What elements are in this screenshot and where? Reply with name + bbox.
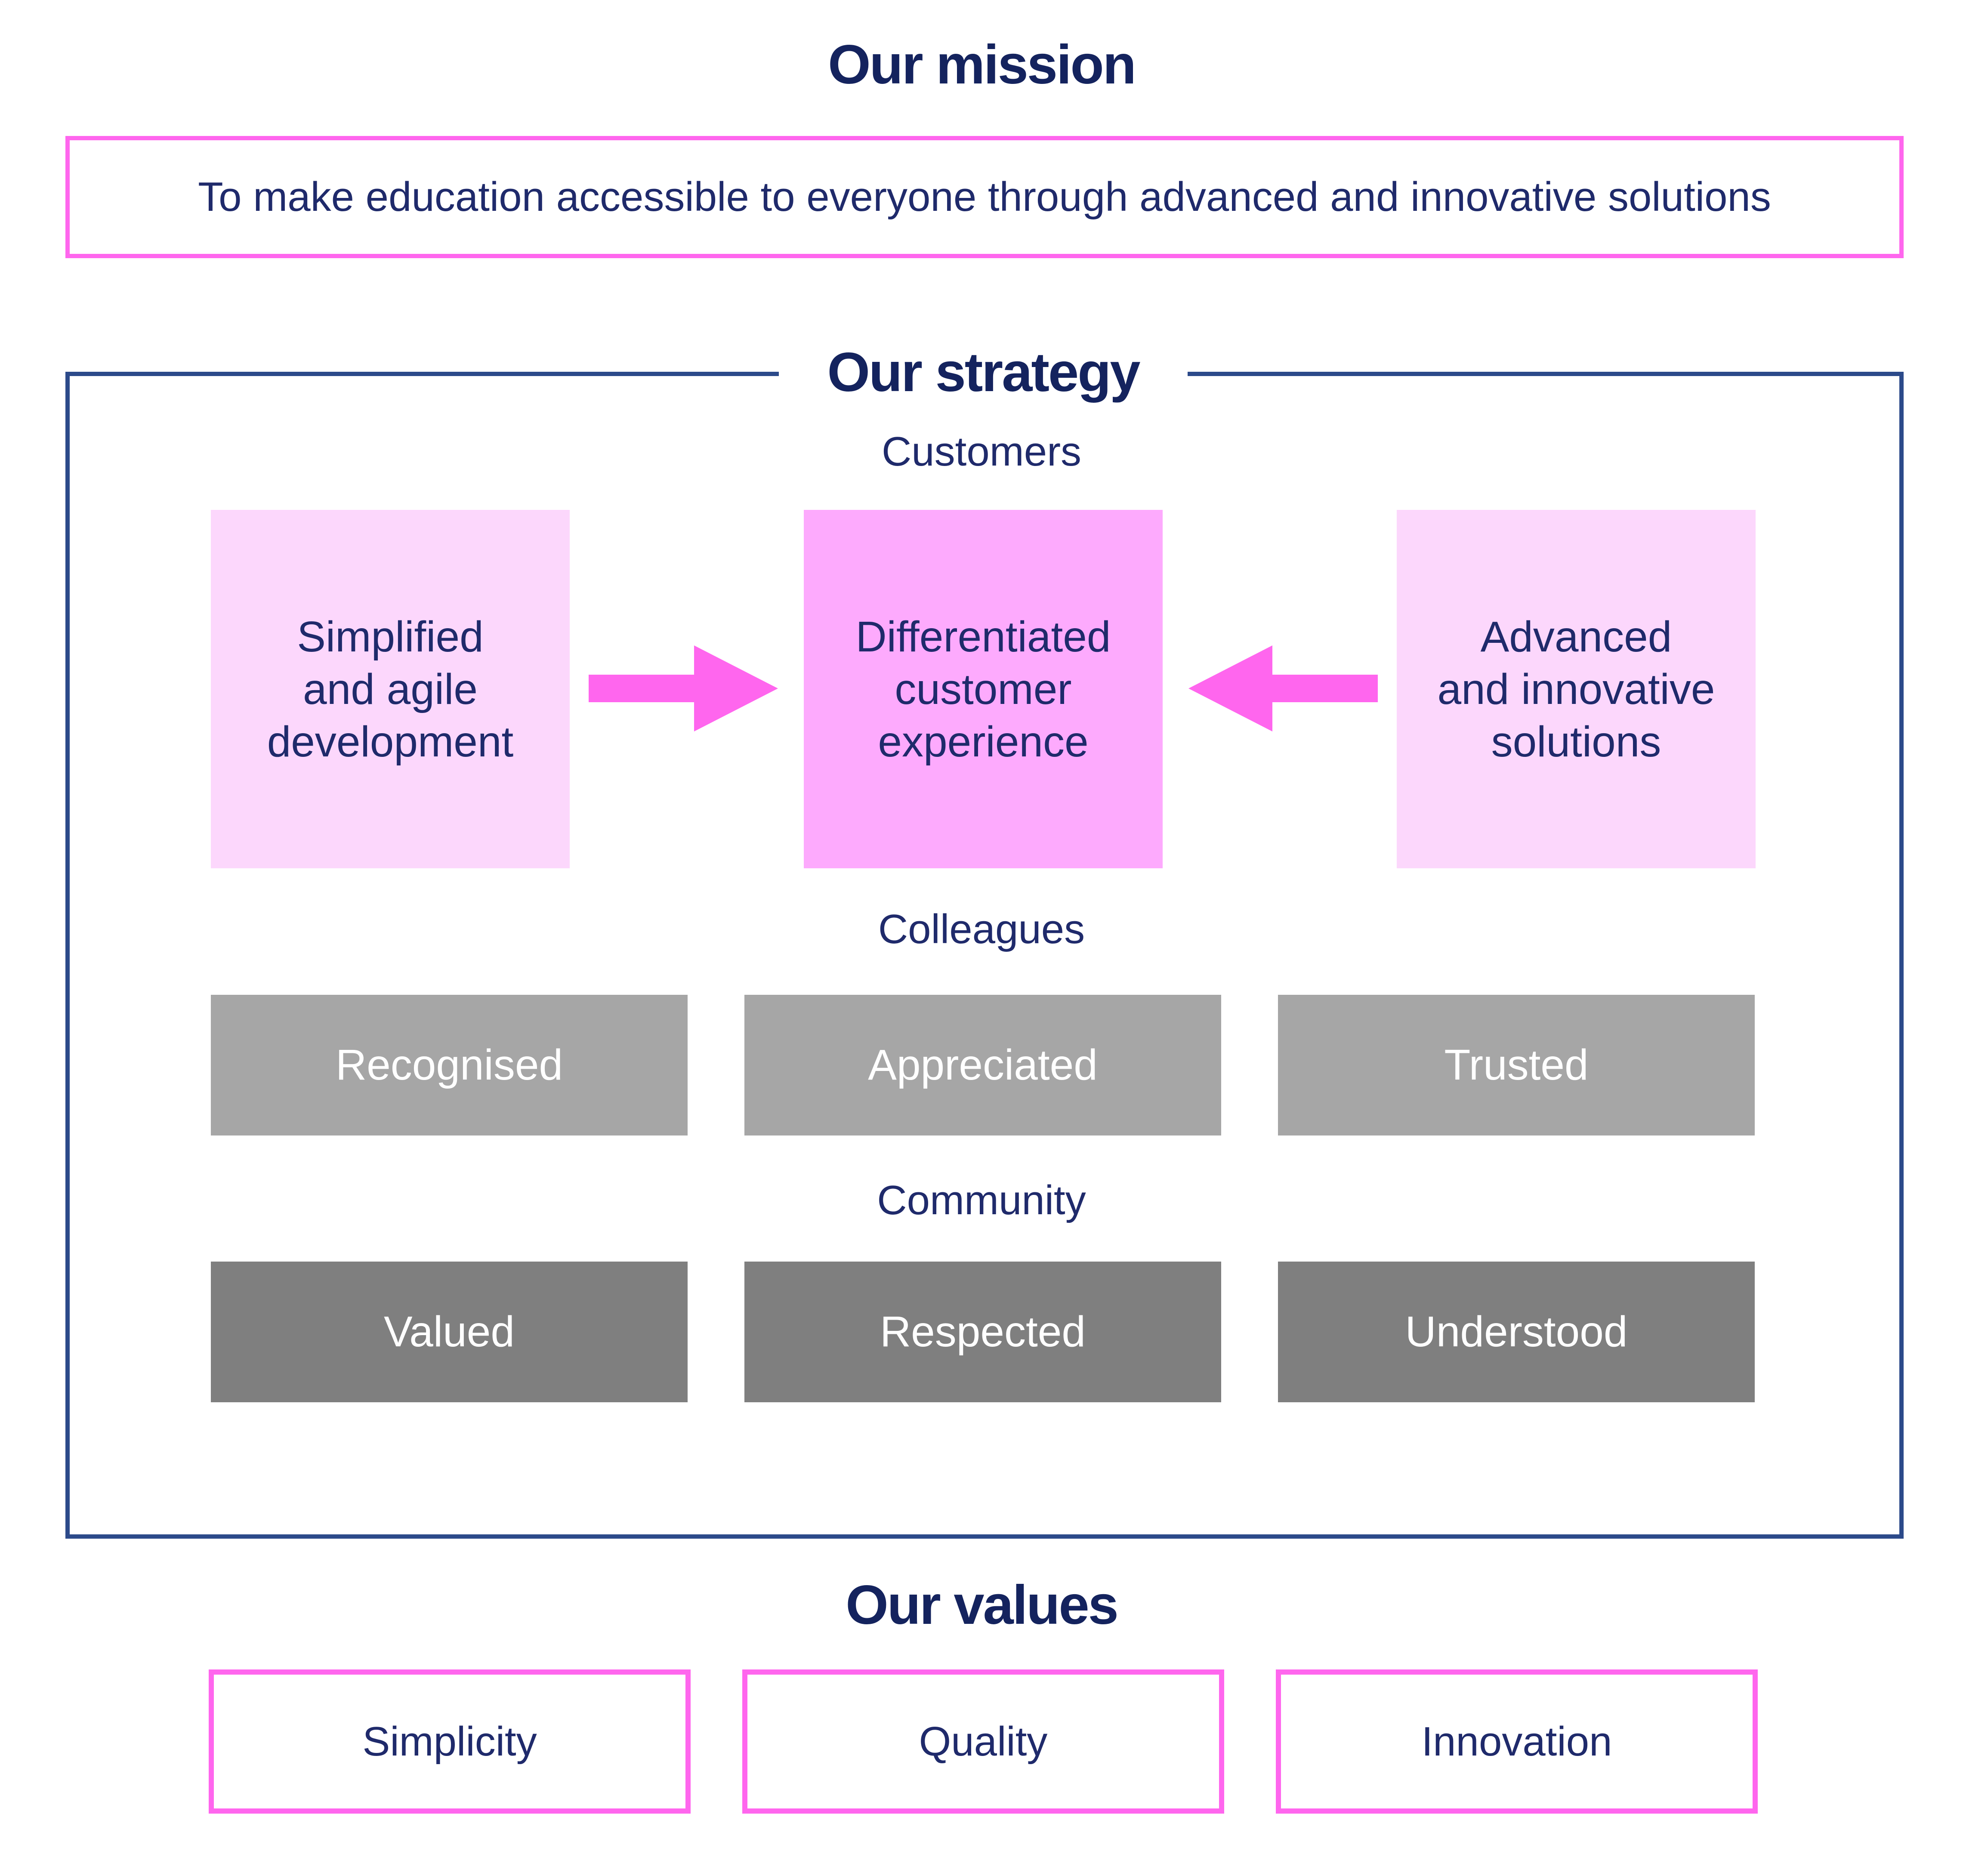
customer-pillar-simplified: Simplified and agile development (211, 510, 570, 868)
community-value-label: Respected (880, 1308, 1086, 1356)
pillar-right-line-3: solutions (1491, 717, 1661, 766)
community-box-respected: Respected (744, 1262, 1221, 1402)
mission-statement-box: To make education accessible to everyone… (65, 136, 1904, 258)
colleagues-label: Colleagues (878, 906, 1085, 952)
community-box-understood: Understood (1278, 1262, 1755, 1402)
community-value-label: Valued (384, 1308, 515, 1356)
pillar-left-line-1: Simplified (297, 612, 484, 661)
value-box-simplicity: Simplicity (209, 1669, 691, 1814)
pillar-right-line-2: and innovative (1437, 665, 1715, 713)
customers-label: Customers (881, 429, 1082, 475)
colleague-label: Appreciated (868, 1041, 1098, 1089)
values-title: Our values (846, 1574, 1119, 1636)
community-label: Community (877, 1177, 1086, 1223)
value-box-quality: Quality (742, 1669, 1224, 1814)
colleague-label: Trusted (1444, 1041, 1589, 1089)
customer-pillar-advanced: Advanced and innovative solutions (1397, 510, 1756, 868)
value-label: Innovation (1421, 1718, 1612, 1765)
pillar-center-line-3: experience (878, 717, 1089, 766)
arrow-right-icon (589, 645, 778, 731)
colleague-box-trusted: Trusted (1278, 995, 1755, 1135)
mission-statement: To make education accessible to everyone… (198, 174, 1771, 220)
pillar-right-line-1: Advanced (1480, 612, 1672, 661)
strategy-title-wrap: Our strategy (779, 331, 1188, 413)
mission-title: Our mission (828, 34, 1136, 96)
strategy-title: Our strategy (827, 341, 1140, 403)
value-label: Quality (919, 1718, 1048, 1765)
community-box-valued: Valued (211, 1262, 688, 1402)
pillar-center-line-1: Differentiated (855, 612, 1111, 661)
community-value-label: Understood (1405, 1308, 1628, 1356)
customer-pillar-differentiated: Differentiated customer experience (804, 510, 1163, 868)
value-box-innovation: Innovation (1276, 1669, 1758, 1814)
colleague-label: Recognised (335, 1041, 563, 1089)
pillar-left-line-2: and agile (303, 665, 478, 713)
arrow-left-icon (1188, 645, 1378, 731)
colleague-box-appreciated: Appreciated (744, 995, 1221, 1135)
pillar-center-line-2: customer (895, 665, 1072, 713)
pillar-left-line-3: development (267, 717, 514, 766)
value-label: Simplicity (362, 1718, 537, 1765)
colleague-box-recognised: Recognised (211, 995, 688, 1135)
